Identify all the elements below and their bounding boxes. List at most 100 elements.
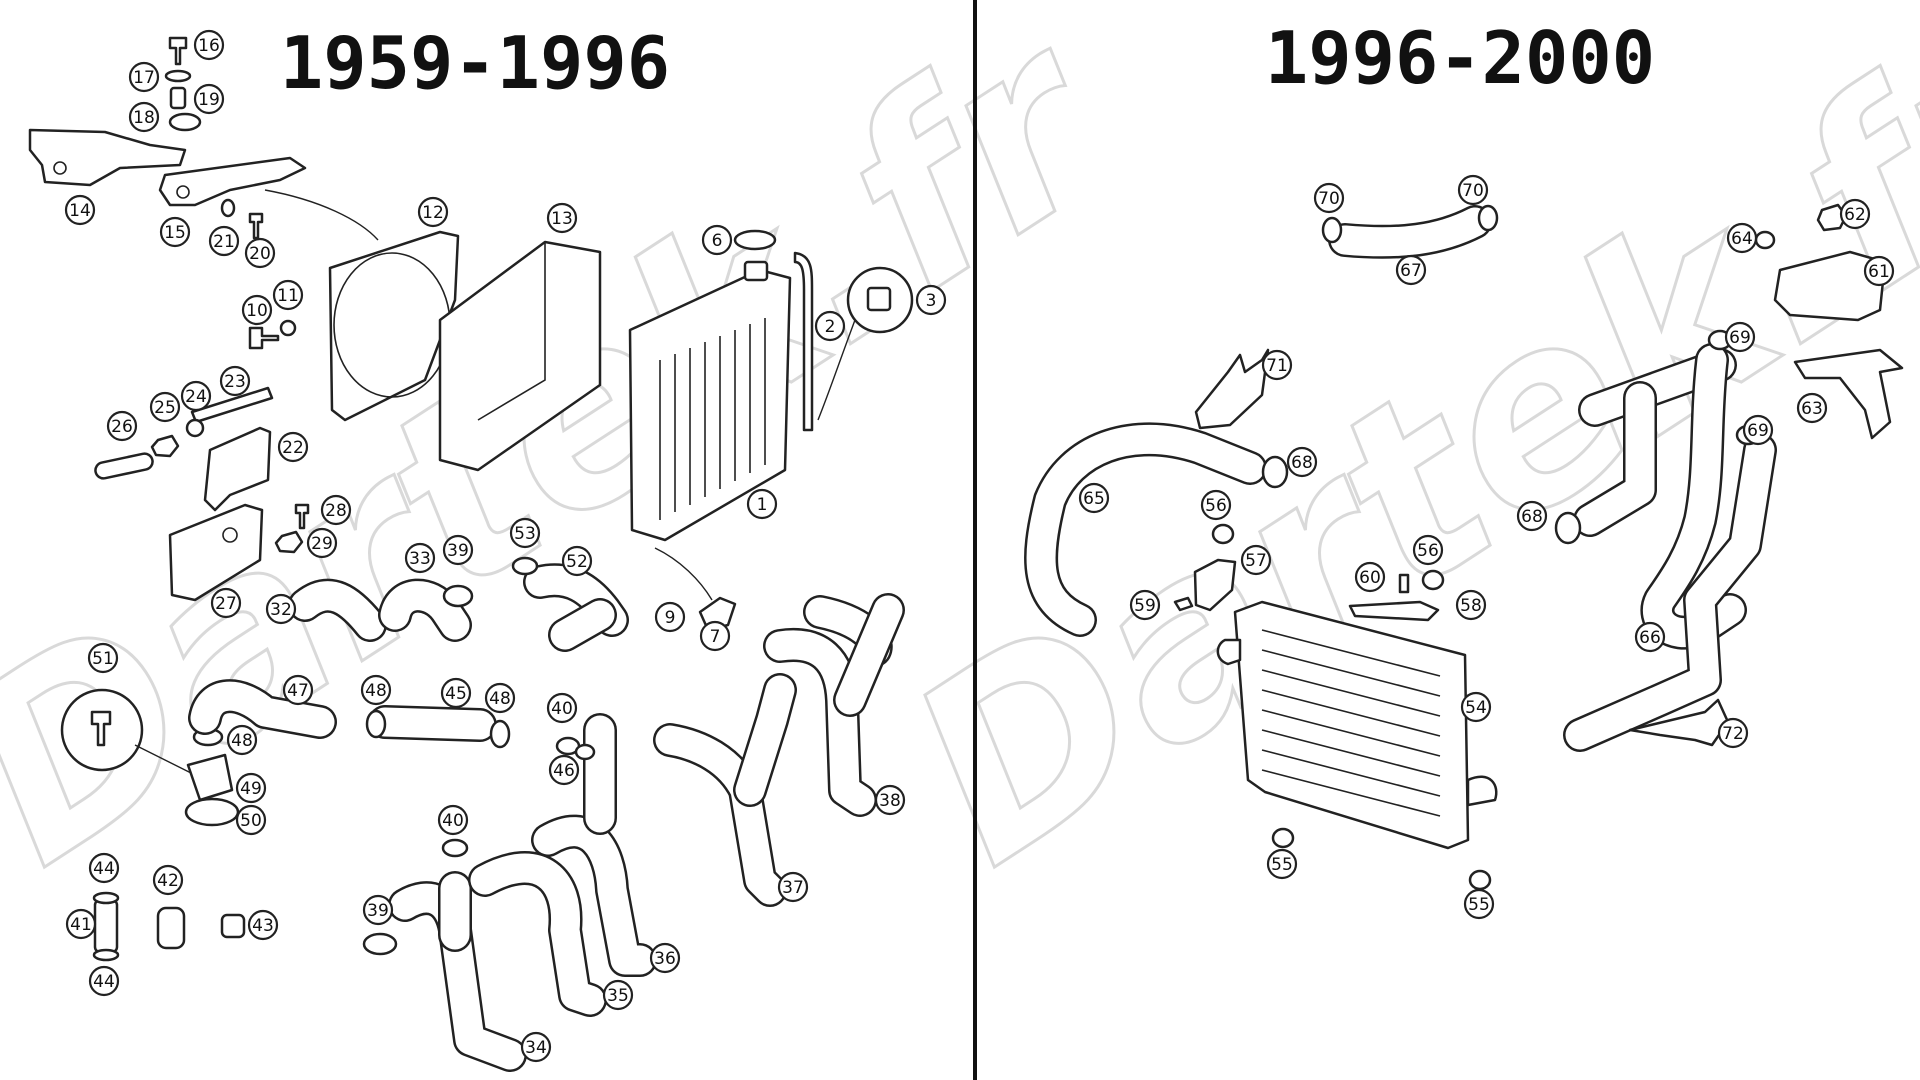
callout-number: 60	[1359, 568, 1381, 588]
callout-number: 11	[277, 286, 299, 306]
callout-c48b: 48	[360, 674, 392, 706]
nut-25	[150, 434, 180, 458]
callout-circle	[360, 674, 392, 706]
callout-circle	[88, 965, 120, 997]
callout-c43: 43	[247, 909, 279, 941]
callout-circle	[244, 237, 276, 269]
callout-c32: 32	[265, 593, 297, 625]
callout-number: 40	[551, 699, 573, 719]
callout-circle	[1726, 222, 1758, 254]
bellows-42	[156, 906, 186, 950]
callout-c24: 24	[180, 380, 212, 412]
radiator-filler-neck	[743, 260, 769, 282]
hose-38	[763, 593, 905, 817]
callout-circle	[272, 279, 304, 311]
callout-number: 65	[1083, 489, 1105, 509]
callout-number: 47	[287, 681, 309, 701]
callout-circle	[210, 587, 242, 619]
callout-circle	[265, 593, 297, 625]
callout-c53: 53	[509, 517, 541, 549]
expansion-tank-61	[1773, 250, 1887, 322]
callout-number: 17	[133, 68, 155, 88]
callout-circle	[1313, 182, 1345, 214]
callout-c38: 38	[874, 784, 906, 816]
callout-number: 35	[607, 986, 629, 1006]
callout-number: 59	[1134, 596, 1156, 616]
callout-number: 44	[93, 972, 115, 992]
hose-65	[1024, 422, 1267, 637]
housing-49	[186, 753, 234, 802]
callout-number: 48	[231, 731, 253, 751]
callout-c41: 41	[65, 908, 97, 940]
clip-39-upper	[442, 584, 474, 608]
callout-number: 7	[710, 627, 721, 647]
callout-c34: 34	[520, 1031, 552, 1063]
callout-c1: 1	[746, 488, 778, 520]
callout-number: 49	[240, 779, 262, 799]
callout-number: 48	[489, 689, 511, 709]
bolt-20	[248, 212, 264, 240]
callout-circle	[520, 1031, 552, 1063]
callout-circle	[814, 310, 846, 342]
callout-c67: 67	[1395, 254, 1427, 286]
callout-number: 63	[1801, 399, 1823, 419]
clip-70-left	[1321, 216, 1343, 244]
callout-c2: 2	[814, 310, 846, 342]
clip-39-lower	[362, 932, 398, 956]
callout-c39a: 39	[442, 534, 474, 566]
clip-46	[574, 743, 596, 761]
bracket-71	[1194, 348, 1270, 430]
callout-c15: 15	[159, 216, 191, 248]
callout-circle	[417, 196, 449, 228]
callout-circle	[1516, 500, 1548, 532]
bolt-23	[190, 386, 274, 424]
callout-number: 28	[325, 501, 347, 521]
fan-cowl-leader	[264, 189, 379, 241]
cap-43	[220, 913, 246, 939]
callout-c69b: 69	[1742, 414, 1774, 446]
callout-number: 25	[154, 398, 176, 418]
callout-circle	[180, 380, 212, 412]
clip-70-right	[1477, 204, 1499, 232]
hose-66	[1563, 343, 1777, 752]
callout-number: 6	[712, 231, 723, 251]
radiator-54-inlet	[1216, 638, 1242, 666]
callout-circle	[306, 527, 338, 559]
callout-c55a: 55	[1266, 848, 1298, 880]
callout-number: 50	[240, 811, 262, 831]
callout-number: 39	[447, 541, 469, 561]
callout-c54: 54	[1460, 691, 1492, 723]
callout-circle	[226, 724, 258, 756]
callout-c68b: 68	[1516, 500, 1548, 532]
callout-circle	[320, 494, 352, 526]
callout-c59: 59	[1129, 589, 1161, 621]
gasket-50	[184, 797, 240, 827]
callout-c42: 42	[152, 864, 184, 896]
callout-c13: 13	[546, 202, 578, 234]
callout-number: 27	[215, 594, 237, 614]
callout-circle	[548, 754, 580, 786]
callout-c49: 49	[235, 772, 267, 804]
callout-number: 44	[93, 859, 115, 879]
radiator-54-core	[1261, 629, 1441, 817]
callout-number: 72	[1722, 724, 1744, 744]
callout-c72: 72	[1717, 717, 1749, 749]
callout-number: 68	[1291, 453, 1313, 473]
callout-c52: 52	[561, 545, 593, 577]
callout-number: 20	[249, 244, 271, 264]
callout-c39b: 39	[362, 894, 394, 926]
callout-number: 56	[1205, 496, 1227, 516]
callout-number: 18	[133, 108, 155, 128]
clip-48-left	[365, 709, 387, 739]
callout-circle	[561, 545, 593, 577]
callout-c57: 57	[1240, 544, 1272, 576]
callout-number: 10	[246, 301, 268, 321]
callout-c58: 58	[1455, 589, 1487, 621]
callout-circle	[193, 29, 225, 61]
callout-c61: 61	[1863, 255, 1895, 287]
hose-32	[288, 578, 387, 642]
clip-44-bottom	[92, 948, 120, 962]
callout-circle	[649, 942, 681, 974]
callout-number: 15	[164, 223, 186, 243]
